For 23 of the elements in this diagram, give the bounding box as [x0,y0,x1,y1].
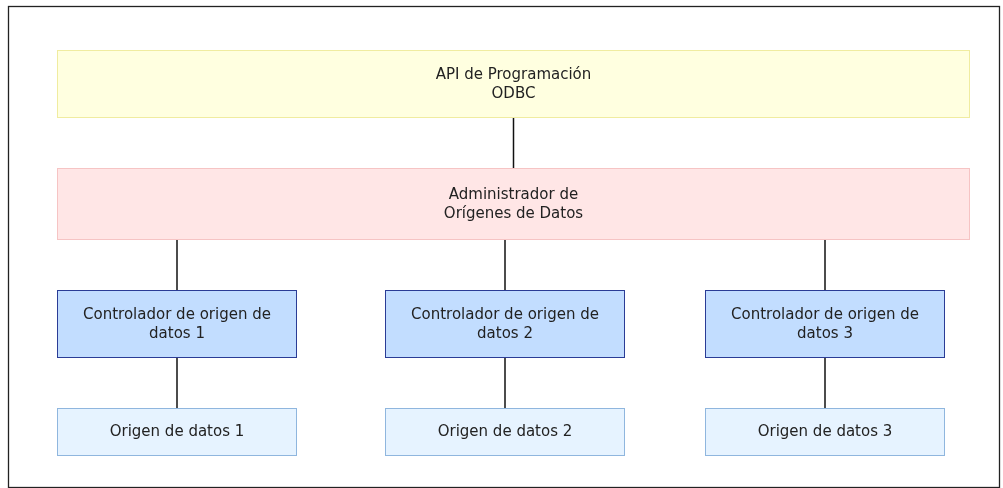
box-label: Controlador de origen de datos 2 [410,304,600,344]
manager-box [57,168,970,240]
connector-line [176,357,178,409]
box-label: Administrador de Orígenes de Datos [442,184,585,224]
api-layer-box [57,50,970,118]
connector-line [824,357,826,409]
driver-box [57,290,297,358]
data-source-box [57,408,297,456]
driver-box [385,290,625,358]
box-label: Controlador de origen de datos 3 [730,304,920,344]
box-label: Origen de datos 1 [108,422,246,442]
connector-line [512,117,515,169]
box-label: API de Programación ODBC [434,64,593,104]
box-label: Origen de datos 2 [436,422,574,442]
connector-line [824,239,826,291]
data-source-box [385,408,625,456]
driver-box [705,290,945,358]
box-label: Origen de datos 3 [756,422,894,442]
box-label: Controlador de origen de datos 1 [82,304,272,344]
connector-line [176,239,178,291]
connector-line [504,357,506,409]
connector-line [504,239,506,291]
data-source-box [705,408,945,456]
